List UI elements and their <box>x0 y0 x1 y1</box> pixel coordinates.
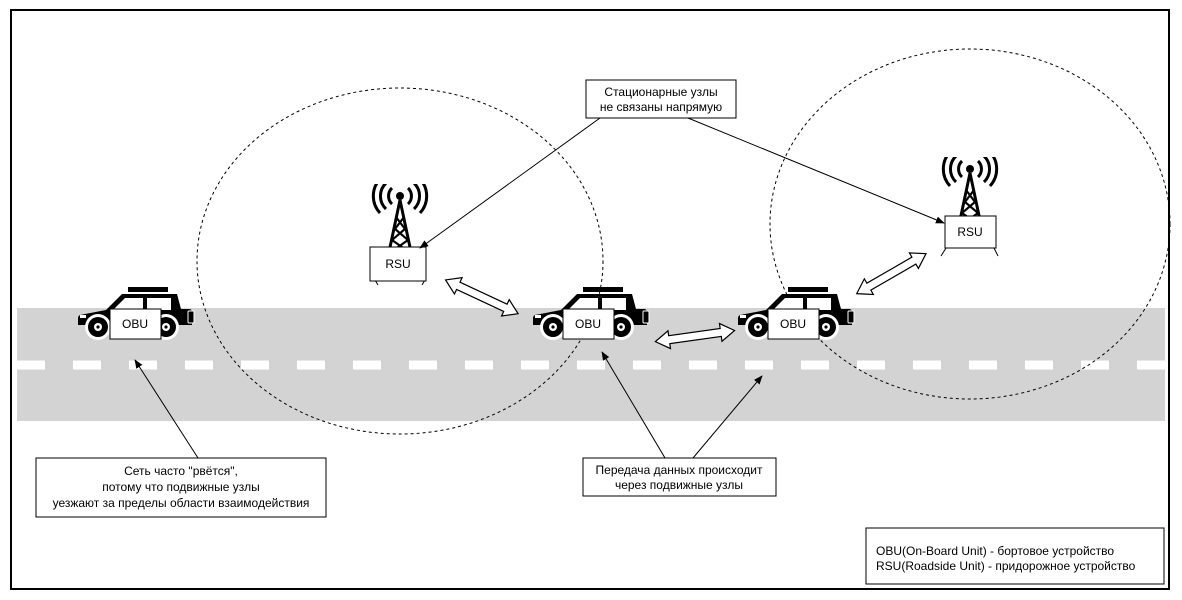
callout-box <box>585 79 737 119</box>
rsu-label: RSU <box>385 257 410 271</box>
rsu-coverage-area-right <box>769 48 1171 400</box>
rsu-box <box>944 215 997 249</box>
callout-line: уезжают за пределы области взаимодействи… <box>53 496 310 510</box>
callout-box <box>582 457 777 497</box>
callout-line: потому что подвижные узлы <box>102 480 260 494</box>
obu-label: OBU <box>780 317 806 331</box>
pointer-arrow <box>601 351 666 459</box>
pointer-arrow <box>419 117 601 249</box>
pointer-arrow <box>687 117 945 224</box>
callout-network-breaks: Сеть часто "рвётся", потому что подвижны… <box>35 457 327 518</box>
callout-line: не связаны напрямую <box>600 100 722 114</box>
legend: OBU(On-Board Unit) - бортовое устройство… <box>865 527 1165 585</box>
callout-stationary-nodes: Стационарные узлы не связаны напрямую <box>585 79 737 119</box>
obu-box <box>767 308 820 340</box>
rsu-right: RSU <box>940 157 999 257</box>
callout-data-transfer: Передача данных происходит через подвижн… <box>582 457 777 497</box>
pointer-arrow <box>692 375 763 459</box>
callout-line: Сеть часто "рвётся", <box>124 464 238 478</box>
callout-line: Стационарные узлы <box>604 85 717 99</box>
legend-entry-obu: OBU(On-Board Unit) - бортовое устройство <box>876 544 1114 558</box>
rsu-label: RSU <box>957 225 982 239</box>
pointer-arrow <box>134 359 199 459</box>
rsu-left: RSU <box>369 184 429 286</box>
obu-box <box>562 308 615 340</box>
callout-line: Передача данных происходит <box>596 463 763 477</box>
car-right: OBU <box>737 287 855 341</box>
rsu-coverage-area-left <box>196 87 604 435</box>
callout-line: через подвижные узлы <box>615 478 743 492</box>
car-middle: OBU <box>532 287 650 341</box>
callout-box <box>35 457 327 518</box>
car-left: OBU <box>77 287 195 341</box>
obu-box <box>109 308 162 340</box>
obu-label: OBU <box>122 317 148 331</box>
legend-entry-rsu: RSU(Roadside Unit) - придорожное устройс… <box>876 559 1136 573</box>
rsu-box <box>369 246 427 282</box>
legend-box <box>865 527 1165 585</box>
obu-label: OBU <box>575 317 601 331</box>
